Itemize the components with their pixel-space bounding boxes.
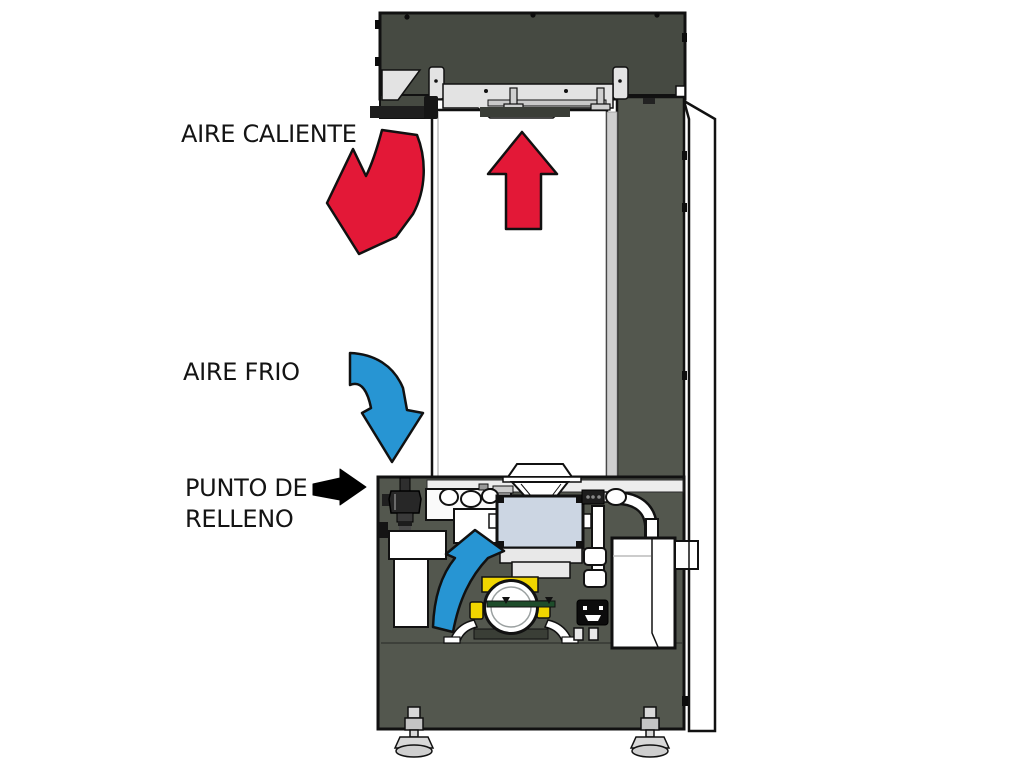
fill-point-label-line2: RELLENO bbox=[185, 505, 294, 533]
hot-air-label: AIRE CALIENTE bbox=[181, 120, 357, 148]
water-tank bbox=[488, 494, 592, 579]
fill-point-label: PUNTO DE RELLENO bbox=[185, 473, 308, 535]
exhaust-vent-bracket bbox=[381, 66, 629, 119]
bolt-icon bbox=[596, 87, 605, 106]
screw-icon bbox=[654, 12, 660, 18]
fill-point-label-line1: PUNTO DE bbox=[185, 474, 308, 502]
compressor-mount bbox=[486, 597, 556, 608]
cold-air-rise-arrow-icon bbox=[431, 528, 506, 634]
hot-air-exit-arrow-icon bbox=[325, 128, 425, 256]
cold-air-intake-arrow-icon bbox=[348, 351, 425, 464]
filter-canister bbox=[610, 518, 699, 650]
screw-icon bbox=[530, 12, 536, 18]
screw-icon bbox=[404, 14, 410, 20]
fill-point-arrow-icon bbox=[312, 468, 367, 506]
panel-lip bbox=[370, 106, 432, 118]
bolt-icon bbox=[509, 87, 518, 106]
power-inlet-socket bbox=[573, 599, 609, 641]
side-panel-open bbox=[681, 98, 717, 733]
compressor bbox=[443, 576, 579, 644]
leveling-foot-right bbox=[629, 706, 671, 758]
cold-air-label: AIRE FRIO bbox=[183, 358, 300, 386]
hot-air-up-arrow-icon bbox=[486, 130, 559, 231]
leveling-foot-left bbox=[393, 706, 435, 758]
right-side-column bbox=[615, 95, 687, 480]
